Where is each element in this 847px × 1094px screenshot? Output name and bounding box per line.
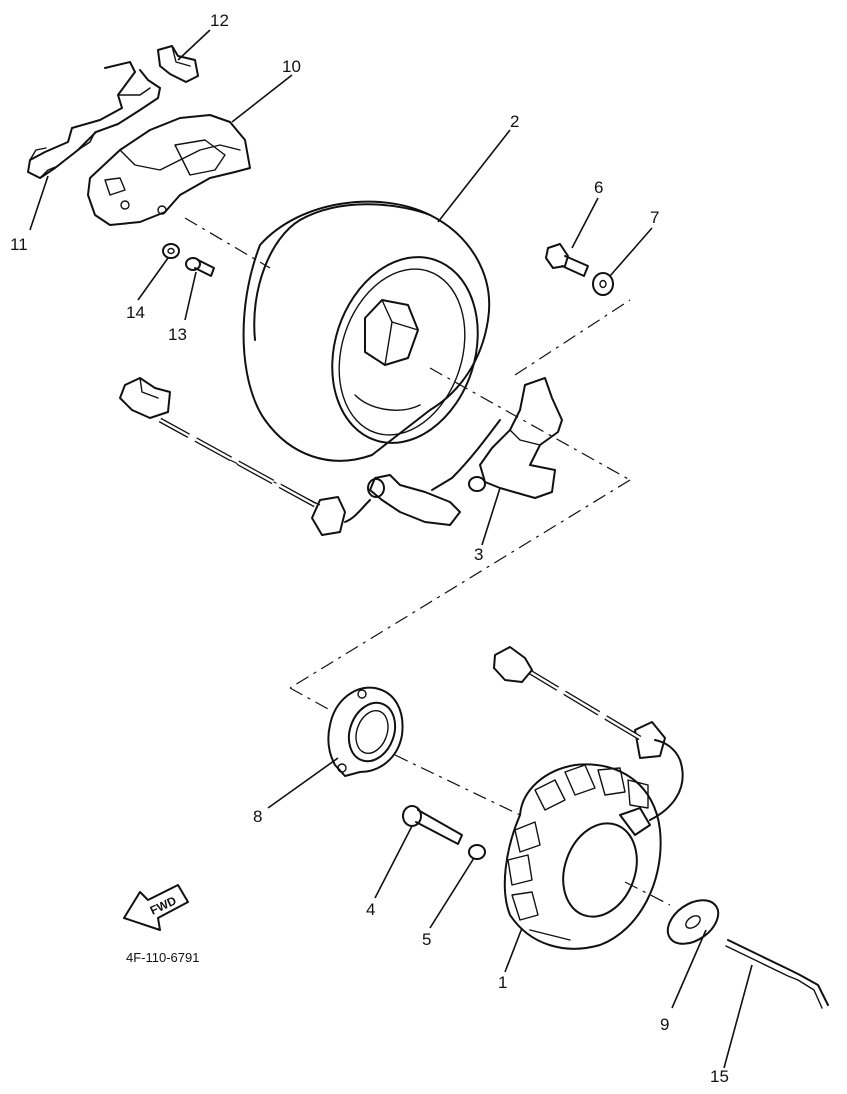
part-label-15: 15	[710, 1067, 729, 1086]
part-label-10: 10	[282, 57, 301, 76]
stator-bearing-plate	[327, 686, 404, 777]
washer-small	[162, 243, 180, 259]
stator-screw	[402, 805, 463, 845]
flywheel-washer	[592, 272, 614, 296]
screw-small	[185, 257, 215, 277]
part-label-6: 6	[594, 178, 603, 197]
part-label-8: 8	[253, 807, 262, 826]
wire-cap	[157, 45, 199, 83]
large-washer	[666, 899, 720, 945]
leader-lines	[29, 29, 753, 1069]
part-label-5: 5	[422, 930, 431, 949]
part-label-13: 13	[168, 325, 187, 344]
pickup-coil-assembly	[119, 377, 563, 536]
pickup-bracket	[87, 114, 251, 226]
part-label-2: 2	[510, 112, 519, 131]
part-label-7: 7	[650, 208, 659, 227]
flywheel-rotor	[242, 200, 491, 462]
part-label-1: 1	[498, 973, 507, 992]
part-label-9: 9	[660, 1015, 669, 1034]
part-label-4: 4	[366, 900, 375, 919]
assembly-center-lines	[184, 217, 671, 906]
fwd-arrow: FWD	[123, 884, 189, 931]
stator-washer	[468, 844, 486, 860]
part-labels: 12 10 2 6 7 11 14 13 3 8 4 5 1 9 15	[10, 11, 729, 1086]
part-label-12: 12	[210, 11, 229, 30]
part-label-3: 3	[474, 545, 483, 564]
stator-coil	[493, 646, 684, 950]
clip-rod	[725, 939, 829, 1009]
flywheel-bolt	[545, 243, 589, 277]
part-label-11: 11	[10, 235, 28, 254]
wire-clamp-bracket	[27, 61, 161, 179]
figure-code: 4F-110-6791	[126, 950, 199, 965]
part-label-14: 14	[126, 303, 145, 322]
